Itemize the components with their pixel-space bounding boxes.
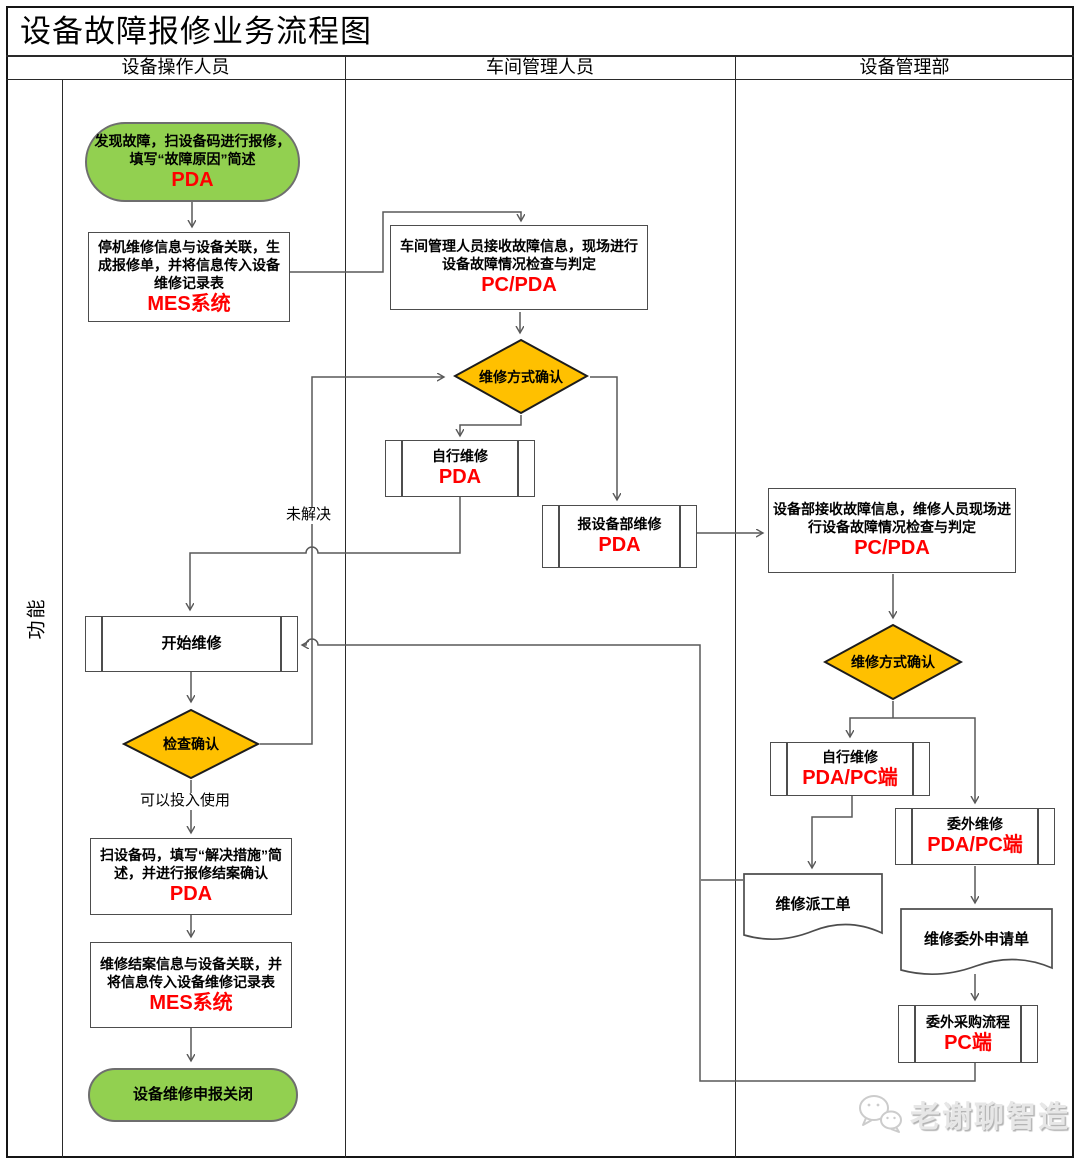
node-label: 设备维修申报关闭 — [132, 1086, 253, 1104]
node-device: PDA — [438, 466, 482, 489]
header-separator — [6, 79, 1074, 80]
diamond-shape — [122, 708, 260, 780]
node-label: 维修派工单 — [775, 896, 851, 913]
diamond-shape — [823, 623, 963, 701]
lane-divider-2 — [735, 55, 736, 1158]
node-label: 自行维修 — [822, 748, 878, 765]
doc-outsource-request: 维修委外申请单 — [900, 908, 1053, 986]
wechat-icon — [859, 1095, 902, 1133]
node-report-to-dept: 报设备部维修 PDA — [542, 505, 697, 568]
node-device: MES系统 — [147, 292, 231, 315]
node-dept-receive: 设备部接收故障信息，维修人员现场进行设备故障情况检查与判定 PC/PDA — [768, 488, 1016, 573]
node-label: 维修结案信息与设备关联，并将信息传入设备维修记录表 — [100, 955, 282, 990]
node-label: 委外采购流程 — [926, 1013, 1010, 1030]
lane-divider-1 — [345, 55, 346, 1158]
node-device: PC/PDA — [854, 537, 930, 560]
lane-header-operators: 设备操作人员 — [121, 57, 230, 77]
decision-repair-method-workshop: 维修方式确认 — [453, 338, 589, 415]
node-label: 报设备部维修 — [577, 516, 662, 533]
node-mes-create-ticket: 停机维修信息与设备关联，生成报修单，并将信息传入设备维修记录表 MES系统 — [88, 232, 290, 322]
node-label: 发现故障，扫设备码进行报修，填写“故障原因”简述 — [94, 132, 291, 167]
node-label: 维修委外申请单 — [923, 931, 1029, 948]
document-shape — [900, 908, 1053, 975]
lane-header-equipment-dept: 设备管理部 — [859, 57, 950, 77]
node-mes-close-record: 维修结案信息与设备关联，并将信息传入设备维修记录表 MES系统 — [90, 942, 292, 1028]
node-device: PDA/PC端 — [927, 834, 1023, 857]
node-label: 自行维修 — [432, 448, 488, 465]
watermark: 老谢聊智造 — [856, 1092, 1070, 1136]
node-device: PDA — [598, 534, 641, 557]
decision-repair-method-dept: 维修方式确认 — [823, 623, 963, 701]
node-self-repair-workshop: 自行维修 PDA — [385, 440, 535, 497]
function-band-divider — [62, 79, 63, 1158]
edge-label-unresolved: 未解决 — [284, 506, 334, 524]
node-outsource-purchase: 委外采购流程 PC端 — [898, 1005, 1038, 1063]
node-device: PDA — [169, 883, 213, 906]
node-outsource-repair: 委外维修 PDA/PC端 — [895, 808, 1055, 865]
node-device: PC端 — [944, 1031, 992, 1054]
node-device: MES系统 — [149, 991, 233, 1014]
node-workshop-receive: 车间管理人员接收故障信息，现场进行设备故障情况检查与判定 PC/PDA — [390, 225, 648, 310]
node-label: 扫设备码，填写“解决措施”简述，并进行报修结案确认 — [100, 847, 282, 882]
diamond-shape — [453, 338, 589, 415]
title-separator — [6, 55, 1074, 57]
node-label: 设备部接收故障信息，维修人员现场进行设备故障情况检查与判定 — [773, 501, 1011, 536]
node-device: PC/PDA — [481, 274, 557, 297]
watermark-text: 老谢聊智造 — [910, 1101, 1070, 1134]
lane-header-workshop: 车间管理人员 — [486, 57, 594, 77]
node-device: PDA — [171, 168, 214, 191]
node-label: 检查确认 — [163, 736, 219, 752]
decision-check-confirm: 检查确认 — [122, 708, 260, 780]
node-end-closed: 设备维修申报关闭 — [88, 1068, 298, 1122]
outer-border — [6, 6, 1074, 1158]
diagram-title: 设备故障报修业务流程图 — [20, 14, 372, 49]
node-label: 开始维修 — [161, 635, 222, 653]
node-label: 委外维修 — [947, 816, 1003, 833]
node-start-report-fault: 发现故障，扫设备码进行报修，填写“故障原因”简述 PDA — [85, 122, 300, 202]
node-start-repair: 开始维修 — [85, 616, 298, 672]
edge-label-usable: 可以投入使用 — [138, 792, 233, 810]
node-label: 停机维修信息与设备关联，生成报修单，并将信息传入设备维修记录表 — [98, 238, 280, 291]
node-self-repair-dept: 自行维修 PDA/PC端 — [770, 742, 930, 796]
node-label: 维修方式确认 — [479, 368, 563, 385]
node-close-confirm: 扫设备码，填写“解决措施”简述，并进行报修结案确认 PDA — [90, 838, 292, 915]
node-device: PDA/PC端 — [802, 766, 898, 789]
node-label: 维修方式确认 — [851, 654, 935, 670]
doc-dispatch-order: 维修派工单 — [743, 873, 883, 951]
node-label: 车间管理人员接收故障信息，现场进行设备故障情况检查与判定 — [400, 238, 638, 273]
document-shape — [743, 873, 883, 940]
